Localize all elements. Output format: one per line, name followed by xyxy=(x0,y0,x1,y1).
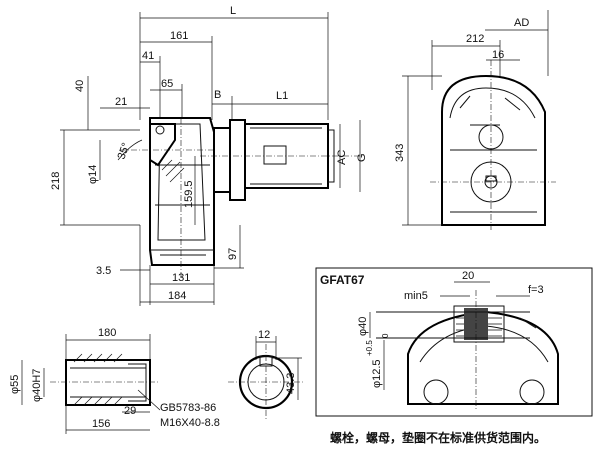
dim-12: 12 xyxy=(258,329,270,341)
detail-box: GFAT67 20 min5 f=3 φ40 φ12.5 +0.5 0 xyxy=(315,267,593,417)
bolt-label: M16X40-8.8 xyxy=(160,417,220,429)
dim-212: 212 xyxy=(466,33,484,45)
dim-180: 180 xyxy=(98,327,116,339)
dim-AD: AD xyxy=(514,17,529,29)
dim-161: 161 xyxy=(170,30,188,42)
dim-phi55: φ55 xyxy=(9,375,21,394)
motor-adapter xyxy=(213,127,231,193)
dim-phi40-detail: φ40 xyxy=(357,317,369,336)
front-view: AD 212 16 343 xyxy=(394,10,556,230)
dim-40: 40 xyxy=(74,80,86,92)
dim-20: 20 xyxy=(462,270,474,282)
dim-B: B xyxy=(214,89,221,101)
detail-title: GFAT67 xyxy=(320,273,365,287)
dim-G: G xyxy=(356,153,368,162)
dim-phi14: φ14 xyxy=(87,165,99,184)
dim-41: 41 xyxy=(142,50,154,62)
dim-97: 97 xyxy=(227,248,239,260)
dim-35deg: 35° xyxy=(116,141,133,161)
section-view: 12 43.3 xyxy=(228,329,304,420)
dim-min5: min5 xyxy=(404,290,428,302)
dim-3-5: 3.5 xyxy=(96,265,111,277)
std-label: GB5783-86 xyxy=(160,402,216,414)
dim-159-5: 159.5 xyxy=(183,180,195,208)
dim-343: 343 xyxy=(394,144,406,162)
shaft-view: 180 φ55 φ40H7 29 156 GB5783-86 M16X40-8.… xyxy=(9,327,220,434)
dim-131: 131 xyxy=(172,272,190,284)
dim-29: 29 xyxy=(124,405,136,417)
terminal-box xyxy=(263,145,287,165)
dim-16: 16 xyxy=(492,49,504,61)
dim-43-3: 43.3 xyxy=(285,373,297,394)
bolt-assembly xyxy=(453,305,505,343)
dim-phi40h7: φ40H7 xyxy=(31,369,43,402)
side-view: L 161 41 65 21 40 218 φ14 35° xyxy=(50,5,368,306)
tol-lower: 0 xyxy=(381,333,390,338)
tol-upper: +0.5 xyxy=(365,340,374,356)
hollow-shaft xyxy=(65,359,151,406)
dim-218: 218 xyxy=(50,172,62,190)
dim-L1: L1 xyxy=(276,90,288,102)
torque-arm xyxy=(149,123,176,167)
dim-65: 65 xyxy=(161,78,173,90)
dim-AC: AC xyxy=(336,150,348,165)
dim-f3: f=3 xyxy=(528,284,544,296)
dim-156: 156 xyxy=(92,418,110,430)
dim-phi12-5: φ12.5 xyxy=(371,359,383,388)
dim-L: L xyxy=(230,5,236,17)
dim-21: 21 xyxy=(115,96,127,108)
dim-184: 184 xyxy=(168,290,186,302)
footnote-caption: 螺栓，螺母，垫圈不在标准供货范围内。 xyxy=(330,430,546,445)
detail-frame xyxy=(315,267,593,417)
